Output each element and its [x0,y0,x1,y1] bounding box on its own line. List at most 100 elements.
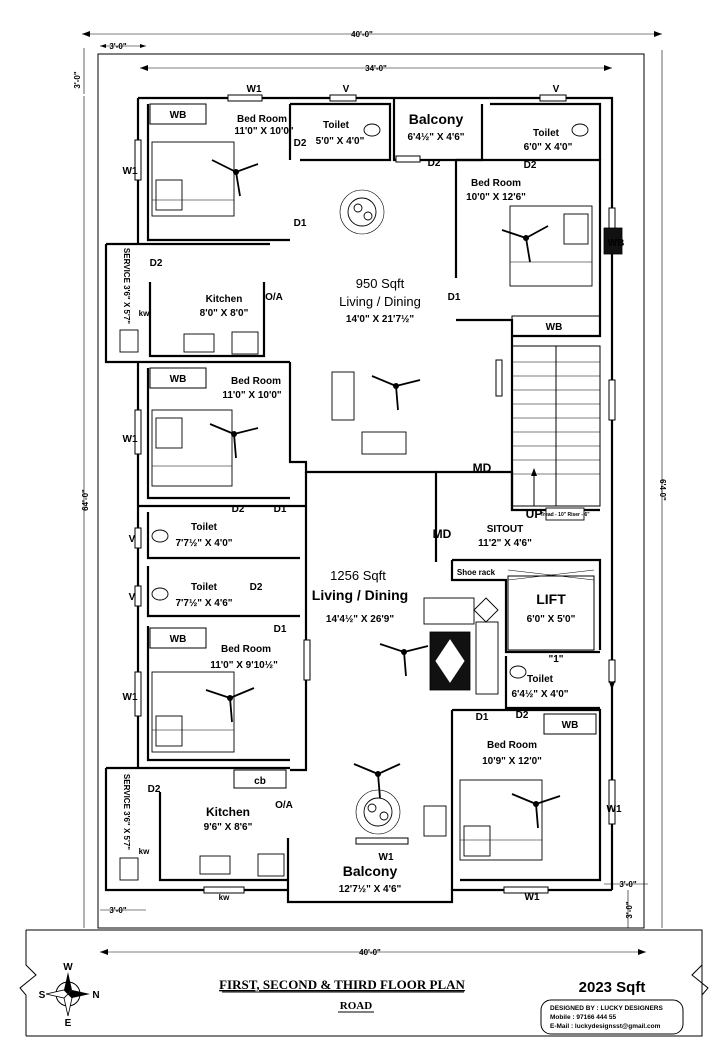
w1-label: W1 [379,852,394,863]
kitchen1-name: Kitchen [206,294,243,305]
toilet5-name: Toilet [527,674,554,685]
toilet2-size: 6'0" X 4'0" [524,142,573,153]
washer-1 [119,329,139,353]
wb-side-label: WB [608,238,625,249]
stair-note: Tread - 10" Riser - 6" [540,512,590,518]
tv-unit [423,805,447,837]
stove-1 [183,333,215,353]
d1-label: D1 [274,504,287,515]
sitout-name: SITOUT [487,524,523,535]
wb-label: WB [546,322,563,333]
designer-name: DESIGNED BY : LUCKY DESIGNERS [550,1005,663,1012]
sitout-size: 11'2" X 4'6" [478,538,532,549]
sink-2 [257,853,285,877]
furniture [119,123,593,881]
wb-label: WB [170,634,187,645]
living1-name: Living / Dining [339,294,421,309]
up-label: UP [526,507,543,521]
windows [134,94,616,894]
sink-1 [231,331,259,355]
d2-label: D2 [428,158,441,169]
toilet3-size: 7'7½" X 4'0" [175,538,232,549]
overall-length-right-label: 6'4-0" [658,479,667,501]
v-label: V [553,84,560,95]
v-label: V [129,534,136,545]
bed3-name: Bed Room [231,376,281,387]
dining-table-2 [355,789,401,835]
v-label: V [609,680,616,691]
kw-label: kw [139,847,150,856]
bed2-size: 10'0" X 12'6" [466,192,526,203]
inner-width-label: 34'-0" [365,64,387,73]
bed-1 [151,141,235,217]
cb-label: cb [254,776,266,787]
wb-label: WB [562,720,579,731]
designer-email: E-Mail : luckydesignsst@gmail.com [550,1023,661,1030]
lift-name: LIFT [536,591,566,607]
setback-top-side-label: 3'-0" [73,71,82,88]
living1-size: 14'0" X 21'7½" [346,314,414,325]
compass-s: S [39,990,46,1001]
bed5-size: 10'9" X 12'0" [482,756,542,767]
lift-size: 6'0" X 5'0" [527,614,576,625]
v1-label: "1" [548,654,563,665]
dimension-lines: 40'-0" 3'-0" 3'-0" 34'-0" 64'-0" 6'4-0" … [73,30,667,928]
balcony1-size: 6'4½" X 4'6" [407,132,464,143]
setback-bottom-left-label: 3'-0" [109,906,126,915]
v-label: V [129,592,136,603]
kw-label: kw [139,309,150,318]
toilet5-size: 6'4½" X 4'0" [511,689,568,700]
sofa-4 [475,621,499,695]
bed2-name: Bed Room [471,178,521,189]
balcony1-name: Balcony [409,111,464,127]
kw-label: kw [219,893,230,902]
road-label: ROAD [340,1000,372,1012]
setback-bottom-right-label: 3'-0" [619,880,636,889]
toilet3-name: Toilet [191,522,218,533]
bed4-size: 11'0" X 9'10½" [210,660,278,671]
balcony2-name: Balcony [343,863,398,879]
oa-label: O/A [275,800,293,811]
kitchen2-name: Kitchen [206,805,250,819]
w1-label: W1 [123,166,138,177]
overall-length-left-label: 64'-0" [81,489,90,511]
designer-mobile: Mobile : 97166 444 55 [550,1014,617,1021]
shoe-rack-label: Shoe rack [457,568,496,577]
w1-label: W1 [123,692,138,703]
w1-label: W1 [607,804,622,815]
wb-label: WB [170,110,187,121]
total-area: 2023 Sqft [579,979,646,996]
room-labels: WB W1 V Bed Room 11'0" X 10'0" Toilet 5'… [122,84,624,903]
bed4-name: Bed Room [221,644,271,655]
plot-boundary [97,53,645,929]
setback-bottom-vertical-label: 3'-0" [625,901,634,918]
d2-label: D2 [232,504,245,515]
bed1-name: Bed Room [237,114,287,125]
wb-label: WB [170,374,187,385]
dining-table-1 [339,189,385,235]
toilet4-size: 7'7½" X 4'6" [175,598,232,609]
lift [507,569,595,651]
walls [104,96,614,904]
d1-label: D1 [294,218,307,229]
living2-name: Living / Dining [312,587,408,603]
oa-label: O/A [265,292,283,303]
bed5-name: Bed Room [487,740,537,751]
d2-label: D2 [150,258,163,269]
compass-n: N [92,990,99,1001]
ceiling-fans [205,159,561,829]
stove-2 [199,855,231,875]
md-label: MD [473,461,492,475]
balcony2-size: 12'7½" X 4'6" [339,884,402,895]
overall-width-label: 40'-0" [351,30,373,39]
wardrobes [149,103,623,789]
staircase [511,345,601,521]
bed-3 [151,409,233,487]
bed3-size: 11'0" X 10'0" [222,390,282,401]
w1-label: W1 [525,892,540,903]
sofa-3 [423,597,475,625]
compass-e: E [65,1018,72,1029]
washer-2 [119,857,139,881]
d2-label: D2 [516,710,529,721]
